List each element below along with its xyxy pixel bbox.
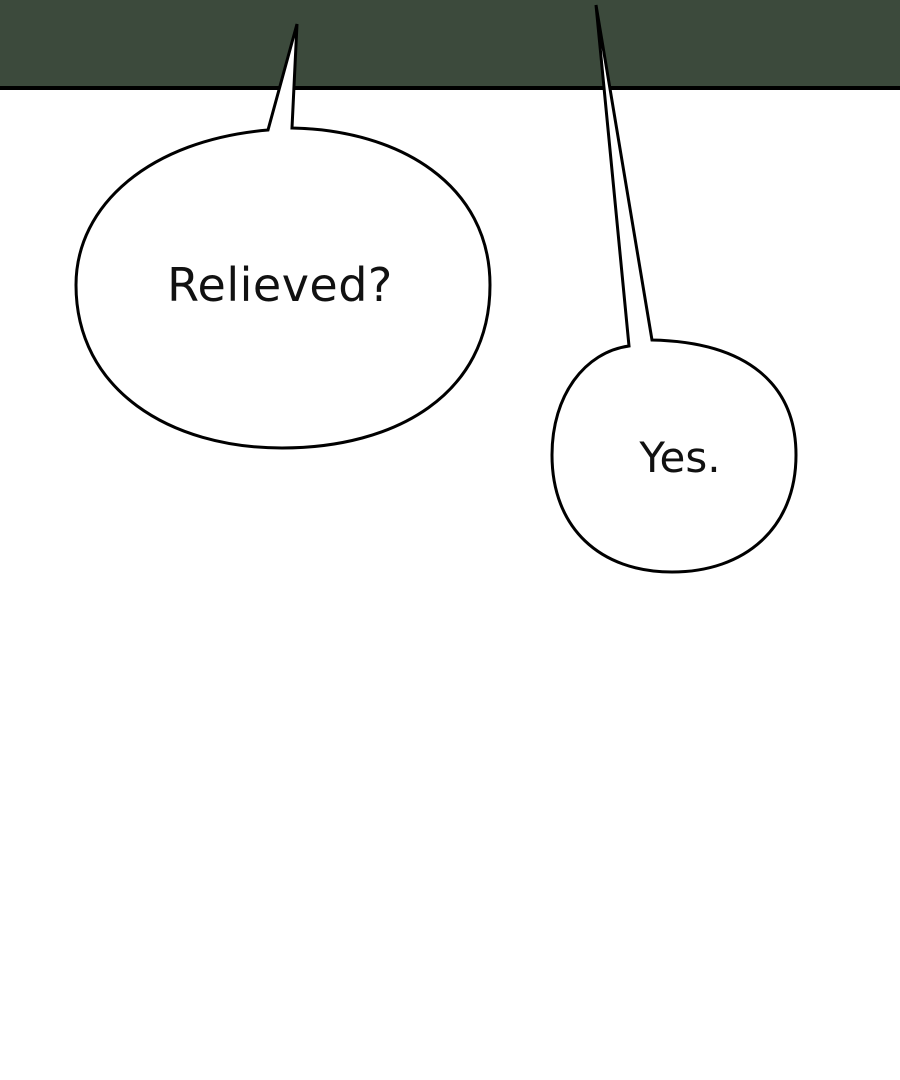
speech-bubble-left: [74, 23, 492, 450]
bubble-text-yes: Yes.: [639, 433, 721, 482]
top-scene-band: [0, 0, 900, 88]
bubble-text-relieved: Relieved?: [167, 258, 393, 312]
speech-bubble-right: [550, 4, 798, 574]
